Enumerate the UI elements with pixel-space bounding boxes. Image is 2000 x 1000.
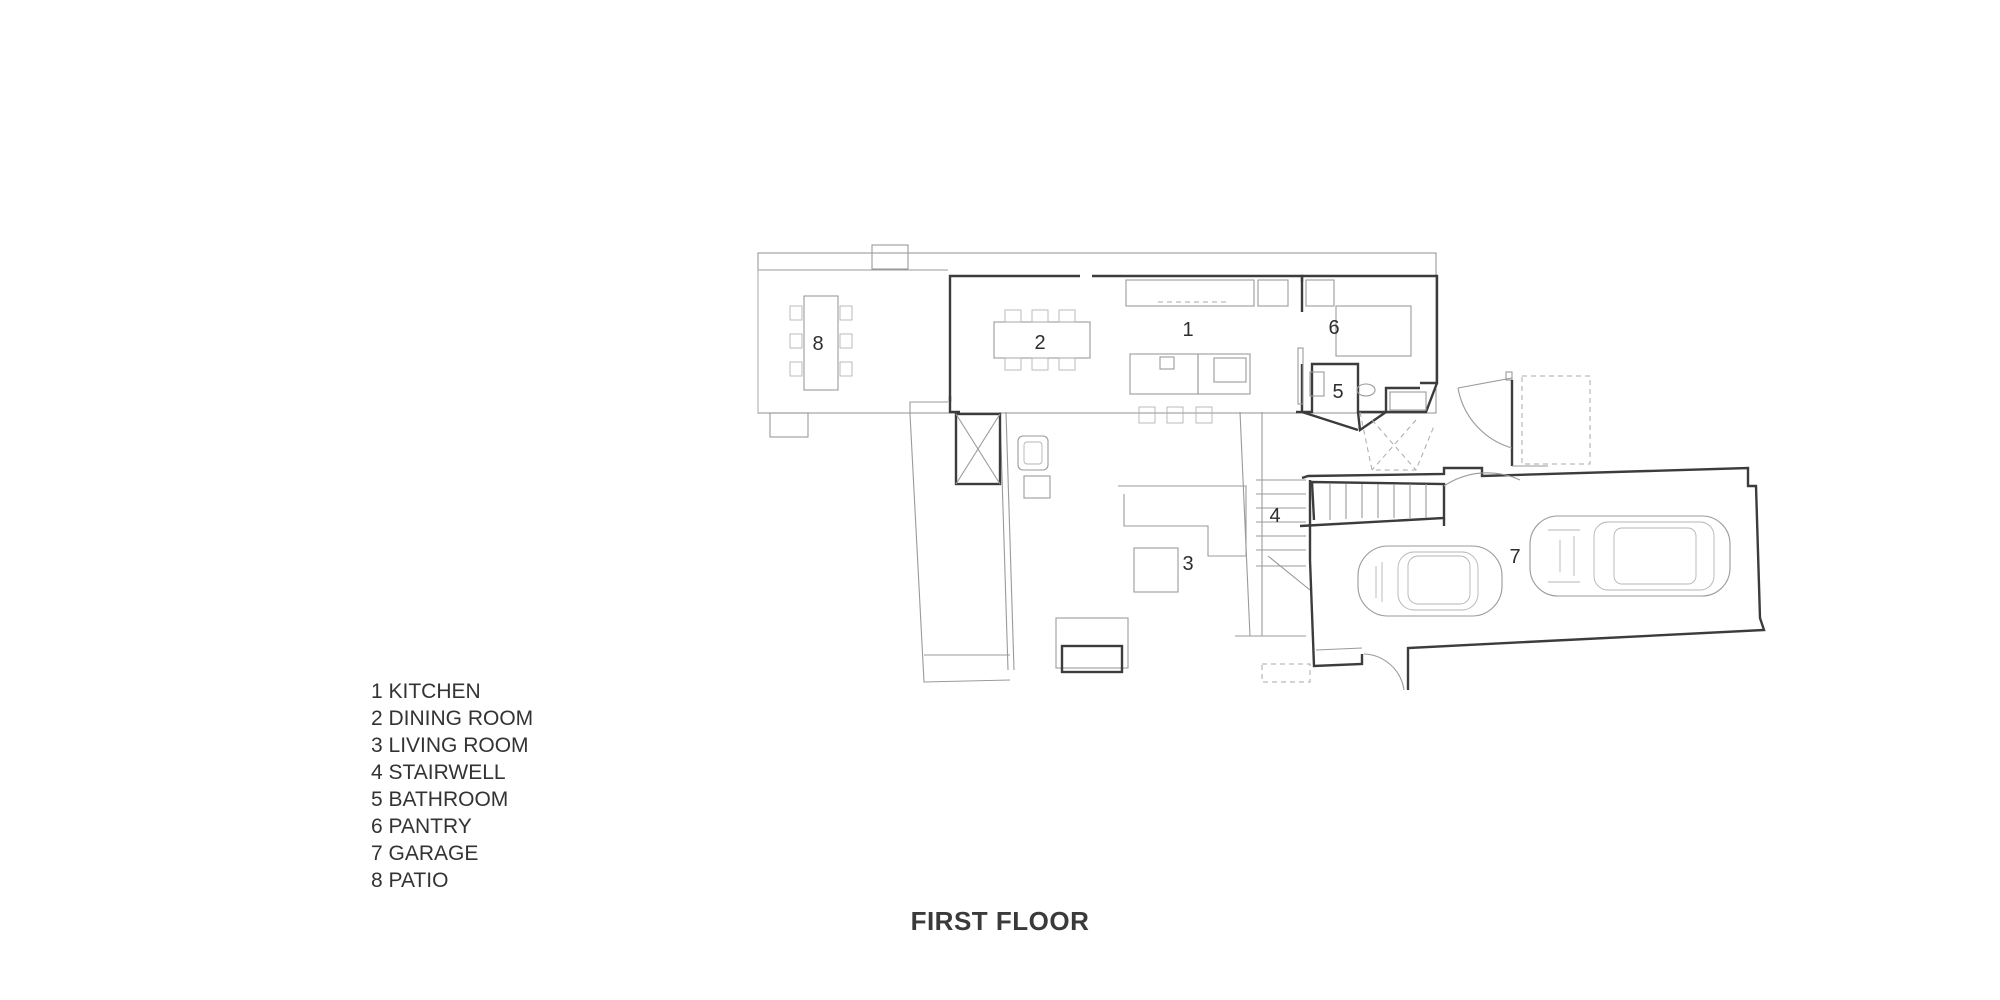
car-small [1357, 545, 1503, 617]
living-room-outline [909, 401, 1306, 683]
car-suv [1529, 515, 1731, 597]
chimney-shaft [954, 412, 1002, 486]
patio-area [757, 244, 1437, 438]
entry-door [1457, 371, 1591, 467]
room-label-pantry: 6 [1328, 317, 1339, 339]
legend-item-stairwell: 4 STAIRWELL [371, 761, 506, 784]
bathroom-fixtures [1297, 347, 1427, 411]
lounge-chair [1017, 435, 1051, 499]
legend-item-pantry: 6 PANTRY [371, 815, 472, 838]
kitchen-counters [1125, 279, 1412, 395]
plan-title: FIRST FLOOR [910, 906, 1090, 936]
dashed-landing [1359, 411, 1435, 471]
living-sofa [1055, 485, 1247, 674]
room-labels: 1 2 3 4 5 6 7 8 [812, 317, 1520, 575]
room-label-patio: 8 [812, 333, 823, 355]
room-label-living-room: 3 [1182, 553, 1193, 575]
legend-item-bathroom: 5 BATHROOM [371, 788, 509, 811]
room-label-kitchen: 1 [1182, 319, 1193, 341]
room-label-garage: 7 [1509, 546, 1520, 568]
garage-walls [1261, 466, 1766, 691]
legend-item-dining-room: 2 DINING ROOM [371, 707, 534, 730]
legend-item-kitchen: 1 KITCHEN [371, 680, 481, 703]
room-label-stairwell: 4 [1269, 505, 1280, 527]
room-label-dining-room: 2 [1034, 332, 1045, 354]
patio-table [789, 295, 853, 391]
legend-item-living-room: 3 LIVING ROOM [371, 734, 529, 757]
dining-table [993, 309, 1091, 371]
kitchen-stools [1138, 406, 1213, 424]
stairwell [1256, 479, 1446, 591]
room-label-bathroom: 5 [1332, 381, 1343, 403]
legend-item-garage: 7 GARAGE [371, 842, 479, 865]
main-walls [948, 274, 1439, 433]
room-legend: 1 KITCHEN 2 DINING ROOM 3 LIVING ROOM 4 … [371, 678, 533, 894]
legend-item-patio: 8 PATIO [371, 869, 449, 892]
